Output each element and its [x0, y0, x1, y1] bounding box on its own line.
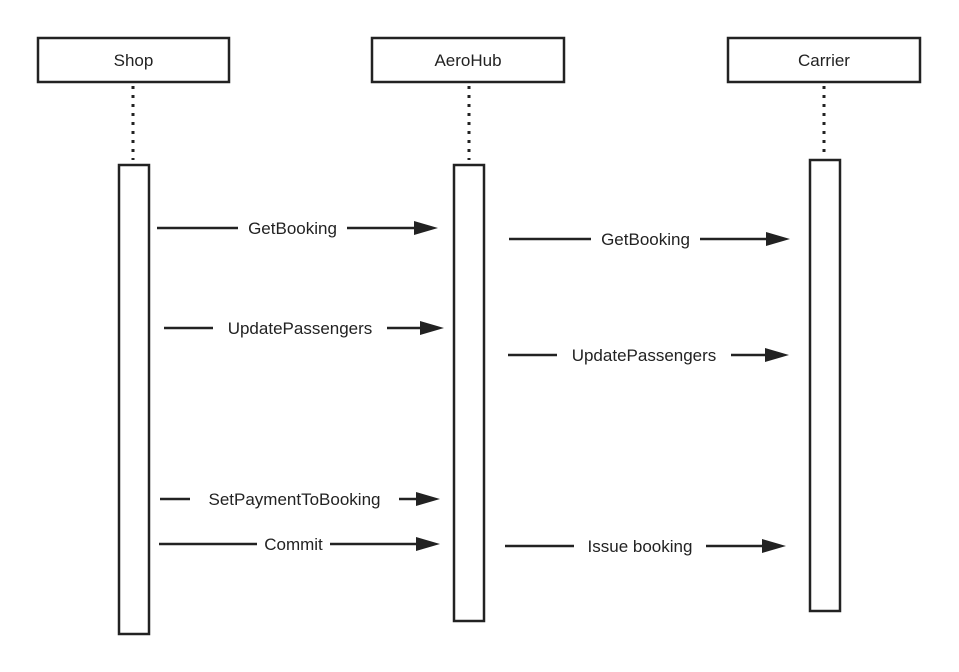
message-getbooking-aerohub-carrier: GetBooking	[509, 229, 790, 249]
arrowhead-icon	[765, 348, 789, 362]
message-label-bg	[238, 218, 347, 238]
arrowhead-icon	[414, 221, 438, 235]
message-label: UpdatePassengers	[572, 346, 717, 365]
message-label-bg	[213, 318, 387, 338]
message-commit-shop-aerohub: Commit	[159, 534, 440, 554]
message-label-bg	[591, 229, 700, 249]
arrowhead-icon	[416, 492, 440, 506]
message-setpaymenttobooking-shop-aerohub: SetPaymentToBooking	[160, 489, 440, 509]
message-label: GetBooking	[248, 219, 337, 238]
message-label: UpdatePassengers	[228, 319, 373, 338]
activation-aerohub	[452, 163, 486, 623]
message-getbooking-shop-aerohub: GetBooking	[157, 218, 438, 238]
actor-shop: Shop	[36, 36, 231, 636]
actor-label-shop: Shop	[114, 51, 154, 70]
actor-box-shop	[36, 36, 231, 84]
activation-carrier	[808, 158, 842, 613]
message-updatepassengers-shop-aerohub: UpdatePassengers	[164, 318, 444, 338]
actor-box-aerohub	[370, 36, 566, 84]
arrowhead-icon	[420, 321, 444, 335]
actor-box-carrier	[726, 36, 922, 84]
actor-label-carrier: Carrier	[798, 51, 850, 70]
message-label: Issue booking	[588, 537, 693, 556]
message-label-bg	[557, 345, 731, 365]
actor-carrier: Carrier	[726, 36, 922, 613]
arrowhead-icon	[762, 539, 786, 553]
message-label: Commit	[264, 535, 323, 554]
message-updatepassengers-aerohub-carrier: UpdatePassengers	[508, 345, 789, 365]
message-issuebooking-aerohub-carrier: Issue booking	[505, 536, 786, 556]
message-label: GetBooking	[601, 230, 690, 249]
activation-shop	[117, 163, 151, 636]
message-label: SetPaymentToBooking	[209, 490, 381, 509]
actor-aerohub: AeroHub	[370, 36, 566, 623]
message-label-bg	[190, 489, 399, 509]
arrowhead-icon	[766, 232, 790, 246]
message-label-bg	[257, 534, 330, 554]
arrowhead-icon	[416, 537, 440, 551]
message-label-bg	[574, 536, 706, 556]
actor-label-aerohub: AeroHub	[434, 51, 501, 70]
